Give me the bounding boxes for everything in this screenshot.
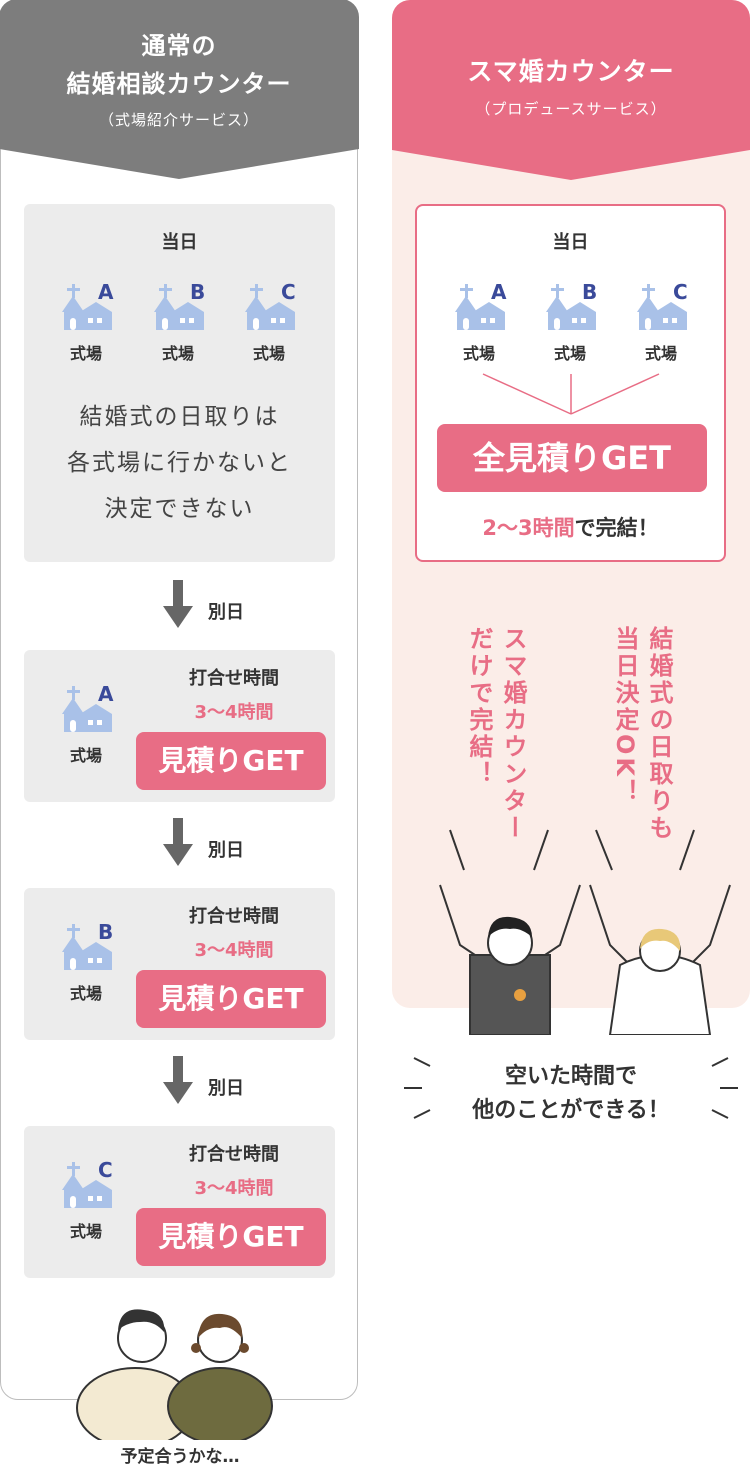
callout-only-smakon: スマ婚カウンターだけで完結！ [465, 626, 527, 842]
smakon-counter-subtitle: （プロデュースサービス） [475, 100, 667, 118]
chapel-icon [245, 284, 295, 330]
chapel-icon [62, 924, 112, 970]
step-box-c: C 式場 打合せ時間 3〜4時間 見積りGET [24, 1126, 335, 1278]
venue-letter: C [673, 280, 688, 304]
meeting-time: 3〜4時間 [194, 1178, 274, 1199]
smakon-counter-title: スマ婚カウンター [467, 57, 675, 86]
all-estimates-get-button[interactable]: 全見積りGET [437, 424, 707, 492]
venue-b: B 式場 [542, 280, 598, 364]
venue-letter: A [98, 280, 114, 304]
arrow-label: 別日 [208, 602, 244, 623]
worried-couple-illustration [76, 1309, 273, 1440]
venue-letter: A [491, 280, 507, 304]
venue-label: 式場 [69, 746, 102, 765]
venue-b: B 式場 [58, 920, 114, 1004]
venue-label: 式場 [69, 344, 102, 363]
chapel-icon [62, 1162, 112, 1208]
callout-date-decided: 結婚式の日取りも当日決定OK！ [611, 626, 673, 842]
venue-label: 式場 [462, 344, 495, 363]
venue-c: C 式場 [633, 280, 689, 364]
same-day-label: 当日 [161, 232, 198, 253]
venue-letter: B [190, 280, 206, 304]
meeting-title: 打合せ時間 [189, 1144, 279, 1165]
estimate-get-button[interactable]: 見積りGET [136, 970, 326, 1028]
emphasis-strokes [449, 829, 695, 871]
standard-counter-title-line1: 通常の [141, 32, 217, 60]
same-day-box-left: 当日 A 式場 B 式場 [24, 204, 335, 562]
same-day-label: 当日 [552, 232, 589, 253]
same-day-box-right: 当日 A 式場 B 式場 [415, 204, 726, 562]
step-box-a: A 式場 打合せ時間 3〜4時間 見積りGET [24, 650, 335, 802]
arrow-label: 別日 [208, 1078, 244, 1099]
venue-label: 式場 [69, 984, 102, 1003]
venue-letter: C [281, 280, 296, 304]
meeting-title: 打合せ時間 [189, 668, 279, 689]
meeting-title: 打合せ時間 [189, 906, 279, 927]
arrow-label: 別日 [208, 840, 244, 861]
meeting-time: 3〜4時間 [194, 940, 274, 961]
venue-b: B 式場 [150, 280, 206, 364]
chapel-icon [62, 686, 112, 732]
venue-letter: C [98, 1158, 113, 1182]
chapel-icon [637, 284, 687, 330]
free-time-caption: 空いた時間で 他のことができる！ [472, 1064, 670, 1123]
step-box-b: B 式場 打合せ時間 3〜4時間 見積りGET [24, 888, 335, 1040]
down-arrow-icon [163, 1056, 193, 1106]
chapel-icon [154, 284, 204, 330]
estimate-get-button[interactable]: 見積りGET [136, 732, 326, 790]
happy-couple-illustration [439, 884, 731, 1035]
chapel-icon [546, 284, 596, 330]
completion-time-highlight: 2〜3時間 [482, 516, 575, 540]
venue-label: 式場 [69, 1222, 102, 1241]
venue-letter: B [582, 280, 598, 304]
meeting-time: 3〜4時間 [194, 702, 274, 723]
venue-label: 式場 [252, 344, 285, 363]
down-arrow-icon [163, 580, 193, 630]
converging-lines [482, 373, 660, 415]
chapel-icon [455, 284, 505, 330]
bottom-caption: 予定合うかな… [120, 1447, 240, 1467]
venue-label: 式場 [644, 344, 677, 363]
venue-label: 式場 [161, 344, 194, 363]
down-arrow-icon [163, 818, 193, 868]
venue-c: C 式場 [58, 1158, 114, 1242]
standard-counter-subtitle: （式場紹介サービス） [98, 111, 259, 129]
estimate-get-button[interactable]: 見積りGET [136, 1208, 326, 1266]
venue-a: A 式場 [451, 280, 507, 364]
smakon-counter-header: スマ婚カウンター （プロデュースサービス） [392, 0, 750, 180]
completion-time: 2〜3時間で完結！ [417, 512, 724, 542]
venue-letter: B [98, 920, 114, 944]
venue-a: A 式場 [58, 682, 114, 766]
venue-a: A 式場 [58, 280, 114, 364]
caption-emphasis-strokes [404, 1057, 738, 1119]
venue-letter: A [98, 682, 114, 706]
completion-time-rest: で完結！ [574, 516, 659, 540]
left-description: 結婚式の日取りは 各式場に行かないと 決定できない [67, 404, 292, 522]
chapel-icon [62, 284, 112, 330]
standard-counter-title-line2: 結婚相談カウンター [66, 70, 292, 98]
venue-c: C 式場 [241, 280, 297, 364]
venue-label: 式場 [553, 344, 586, 363]
standard-counter-header: 通常の 結婚相談カウンター （式場紹介サービス） [0, 0, 359, 179]
